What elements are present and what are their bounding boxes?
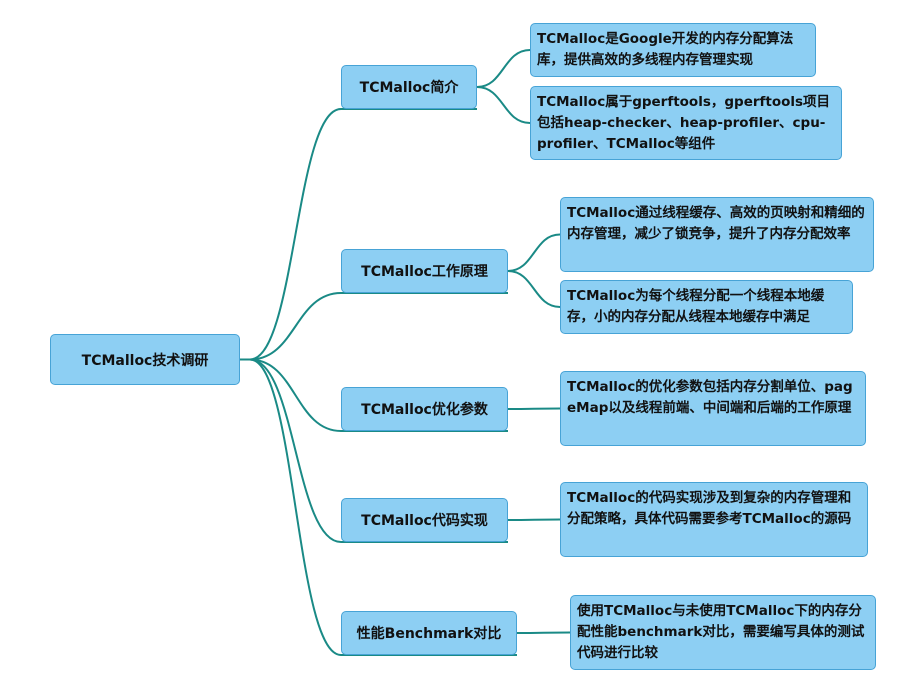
- connector-root-principle: [240, 292, 508, 361]
- connector-code-1: [507, 518, 561, 521]
- connector-intro-2: [476, 86, 531, 124]
- leaf-node-benchmark-1[interactable]: 使用TCMalloc与未使用TCMalloc下的内存分配性能benchmark对…: [570, 595, 876, 670]
- connector-root-intro: [240, 108, 477, 361]
- connector-root-code: [240, 358, 508, 543]
- leaf-node-intro-2[interactable]: TCMalloc属于gperftools，gperftools项目包括heap-…: [530, 86, 842, 160]
- branch-node-principle[interactable]: TCMalloc工作原理: [341, 249, 508, 293]
- leaf-node-principle-1[interactable]: TCMalloc通过线程缓存、高效的页映射和精细的内存管理，减少了锁竞争，提升了…: [560, 197, 874, 272]
- leaf-node-code-1[interactable]: TCMalloc的代码实现涉及到复杂的内存管理和分配策略，具体代码需要参考TCM…: [560, 482, 868, 557]
- connector-principle-2: [507, 270, 561, 308]
- connector-benchmark-1: [516, 631, 571, 634]
- connector-params-1: [507, 407, 561, 410]
- branch-node-code[interactable]: TCMalloc代码实现: [341, 498, 508, 542]
- branch-node-benchmark[interactable]: 性能Benchmark对比: [341, 611, 517, 655]
- branch-node-params[interactable]: TCMalloc优化参数: [341, 387, 508, 431]
- connector-root-params: [240, 358, 508, 432]
- connector-intro-1: [476, 49, 531, 88]
- connector-principle-1: [507, 233, 561, 272]
- leaf-node-params-1[interactable]: TCMalloc的优化参数包括内存分割单位、pageMap以及线程前端、中间端和…: [560, 371, 866, 446]
- root-node[interactable]: TCMalloc技术调研: [50, 334, 240, 385]
- leaf-node-intro-1[interactable]: TCMalloc是Google开发的内存分配算法库，提供高效的多线程内存管理实现: [530, 23, 816, 77]
- leaf-node-principle-2[interactable]: TCMalloc为每个线程分配一个线程本地缓存，小的内存分配从线程本地缓存中满足: [560, 280, 853, 334]
- branch-node-intro[interactable]: TCMalloc简介: [341, 65, 477, 109]
- connector-root-benchmark: [240, 358, 517, 656]
